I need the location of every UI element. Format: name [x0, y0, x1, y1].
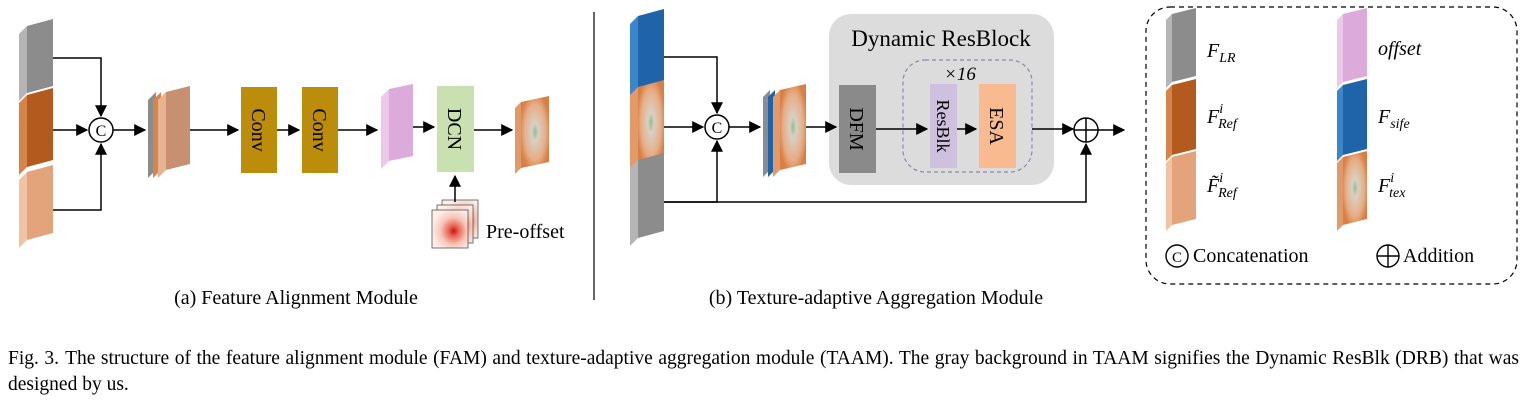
legend-border — [1145, 6, 1518, 285]
fam-concat-symbol: C — [96, 123, 107, 140]
fam-offset-block — [381, 84, 413, 169]
legend-concat-icon: C — [1165, 244, 1189, 268]
fam-conv2-block: Conv — [302, 87, 338, 173]
legend-fref-swatch — [1166, 79, 1196, 161]
taam-arrow-fsife-to-concat — [664, 56, 723, 115]
legend-warped-fref-swatch — [1166, 151, 1196, 231]
legend-concatenation-label: Concatenation — [1193, 245, 1309, 267]
taam-input-ftex-block — [630, 80, 664, 173]
repeat-dashed-group — [902, 59, 1033, 173]
taam-subcaption: (b) Texture-adaptive Aggregation Module — [709, 287, 1043, 309]
esa-block: ESA — [979, 84, 1016, 168]
dfm-block: DFM — [839, 85, 876, 173]
fam-conv1-block: Conv — [241, 87, 277, 173]
legend-offset-label: offset — [1378, 38, 1422, 60]
fam-preoffset-label: Pre-offset — [486, 221, 565, 243]
legend-fsife-label: Fsife — [1377, 106, 1410, 132]
fam-input-fref-block — [19, 88, 53, 175]
legend-flr-swatch — [1166, 8, 1196, 88]
taam-input-flr-block — [630, 153, 664, 246]
feature-alignment-module: C Conv Conv — [19, 19, 565, 309]
legend-addition-icon — [1376, 244, 1400, 268]
taam-concatenated-feature-stack — [763, 84, 806, 177]
taam-addition-node — [1073, 117, 1099, 143]
taam-residual-skip-arrow — [664, 142, 1092, 203]
architecture-diagram: C Conv Conv — [19, 6, 1518, 309]
resblk-label: ResBlk — [933, 99, 953, 152]
fam-output-texture-block — [515, 96, 549, 174]
fam-preoffset-heatmap-stack — [431, 199, 479, 249]
fam-conv1-label: Conv — [247, 108, 269, 151]
fam-arrow-warped-to-concat — [53, 142, 107, 211]
texture-adaptive-aggregation-module: Dynamic ResBlock ×16 C — [630, 9, 1126, 309]
legend-fsife-swatch — [1337, 79, 1367, 161]
fam-conv2-label: Conv — [308, 108, 330, 151]
legend-flr-label: FLR — [1206, 40, 1236, 66]
fam-dcn-label: DCN — [443, 108, 465, 150]
legend-addition-label: Addition — [1403, 245, 1474, 267]
fam-concatenated-feature-stack — [148, 86, 190, 178]
figure-caption-text: The structure of the feature alignment m… — [8, 348, 1519, 395]
taam-concat-symbol: C — [712, 120, 723, 137]
figure-caption-label: Fig. 3. — [8, 348, 60, 369]
legend-ftex-swatch — [1337, 151, 1367, 231]
taam-concat-node: C — [704, 114, 730, 140]
dfm-label: DFM — [845, 107, 867, 151]
fam-subcaption: (a) Feature Alignment Module — [174, 287, 418, 309]
fam-dcn-block: DCN — [437, 86, 474, 172]
fam-concat-node: C — [88, 117, 114, 143]
repeat-count-label: ×16 — [944, 64, 976, 85]
fam-input-flr-block — [19, 19, 53, 101]
taam-arrow-flr-to-concat — [664, 139, 723, 203]
svg-text:C: C — [1172, 250, 1182, 266]
legend-offset-swatch — [1337, 8, 1367, 88]
figure-caption: Fig. 3.The structure of the feature alig… — [8, 346, 1519, 398]
fam-arrow-flr-to-concat — [53, 57, 107, 118]
dynamic-resblock-title: Dynamic ResBlock — [851, 26, 1031, 51]
fam-input-warped-fref-block — [19, 165, 53, 248]
esa-label: ESA — [985, 107, 1007, 145]
taam-input-fsife-block — [630, 9, 664, 102]
resblk-block: ResBlk — [930, 84, 957, 168]
